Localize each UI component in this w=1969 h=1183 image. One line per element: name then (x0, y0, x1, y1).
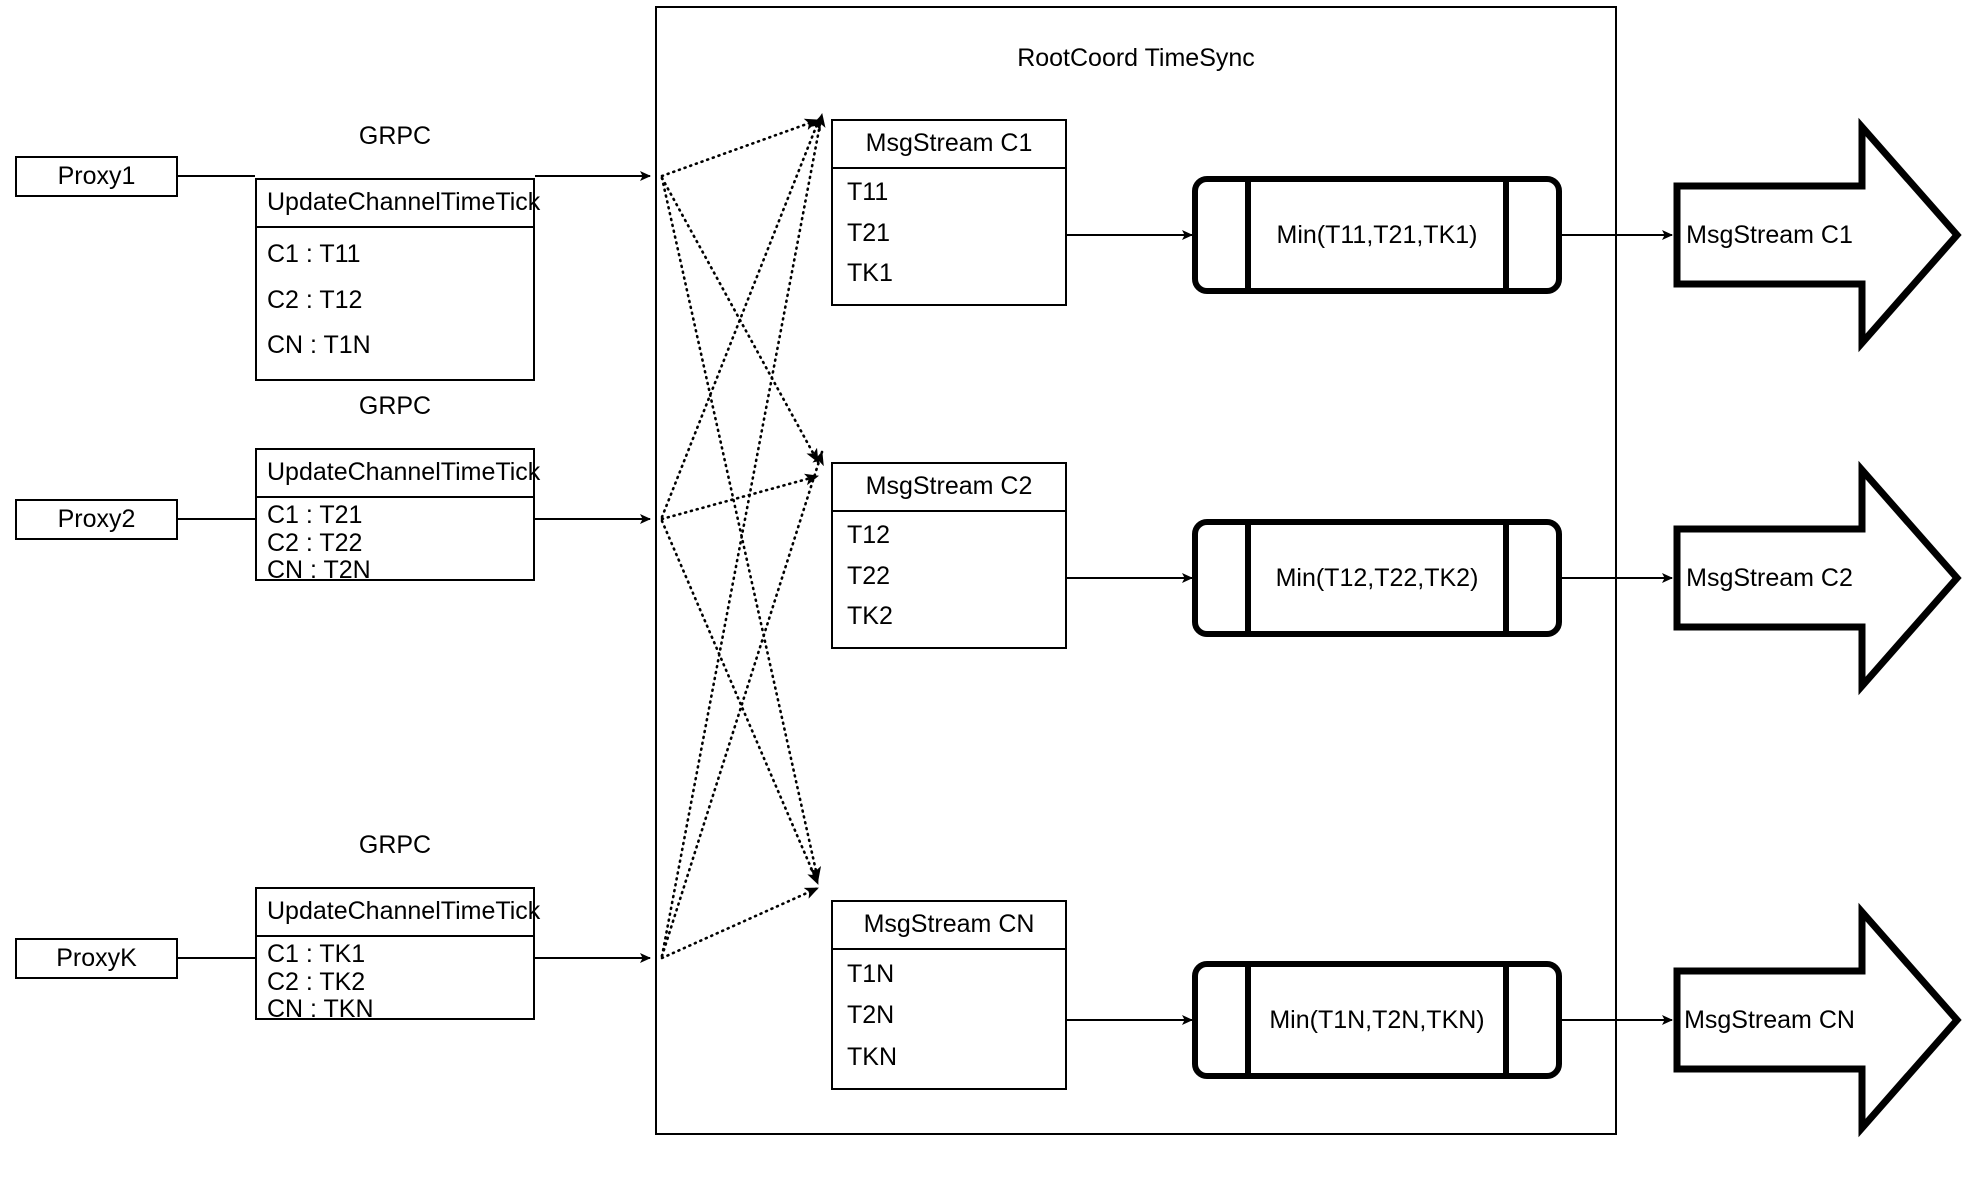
output-msgstream-arrow-1: MsgStream C1 (1672, 117, 1962, 353)
msgstream-body: T11 T21 TK1 (833, 169, 1065, 304)
uctt-entry: C2 : TK2 (267, 967, 366, 996)
output-msgstream-arrow-2: MsgStream C2 (1672, 460, 1962, 696)
update-channel-timetick-table-1: UpdateChannelTimeTick C1 : T11 C2 : T12 … (255, 178, 540, 381)
proxy-box-1[interactable]: Proxy1 (15, 156, 178, 197)
msgstream-entry: T2N (847, 1001, 895, 1030)
uctt-entry: CN : TKN (267, 995, 374, 1023)
msgstream-table-1: MsgStream C1 T11 T21 TK1 (831, 119, 1067, 306)
proxy-label: Proxy1 (57, 162, 136, 190)
uctt-entry: C2 : T22 (267, 528, 363, 557)
msgstream-entry: T22 (847, 561, 891, 590)
msgstream-entry: TK1 (847, 259, 893, 288)
msgstream-entry: T11 (847, 178, 889, 207)
msgstream-body: T1N T2N TKN (833, 950, 1065, 1088)
uctt-entry: C1 : T11 (267, 240, 361, 269)
uctt-entry: CN : T2N (267, 556, 371, 584)
fan-r3-c1 (660, 112, 826, 958)
msgstream-entry: TKN (847, 1042, 897, 1071)
msgstream-entry: TK2 (847, 602, 893, 631)
fan-r2-c1 (660, 115, 822, 519)
uctt-entry: C1 : TK1 (267, 940, 366, 968)
update-channel-timetick-table-2: UpdateChannelTimeTick C1 : T21 C2 : T22 … (255, 448, 540, 584)
min-process-shape-3: Min(T1N,T2N,TKN) (1192, 961, 1562, 1079)
uctt-body: C1 : TK1 C2 : TK2 CN : TKN (257, 937, 533, 1034)
uctt-body: C1 : T21 C2 : T22 CN : T2N (257, 498, 533, 595)
uctt-header: UpdateChannelTimeTick (257, 889, 540, 937)
fan-r3-cn (660, 886, 820, 960)
msgstream-header: MsgStream C2 (833, 464, 1065, 512)
proxy-label: ProxyK (56, 944, 137, 972)
uctt-header: UpdateChannelTimeTick (257, 180, 540, 228)
msgstream-table-2: MsgStream C2 T12 T22 TK2 (831, 462, 1067, 649)
msgstream-entry: T21 (847, 218, 891, 247)
uctt-header: UpdateChannelTimeTick (257, 450, 540, 498)
uctt-body: C1 : T11 C2 : T12 CN : T1N (257, 228, 533, 379)
msgstream-header: MsgStream CN (833, 902, 1065, 950)
msgstream-entry: T12 (847, 521, 891, 550)
proxy-box-2[interactable]: Proxy2 (15, 499, 178, 540)
grpc-label-2: GRPC (358, 392, 432, 420)
min-process-shape-1: Min(T11,T21,TK1) (1192, 176, 1562, 294)
msgstream-entry: T1N (847, 959, 895, 988)
rootcoord-timesync-title: RootCoord TimeSync (1017, 44, 1255, 72)
fan-r3-c2 (660, 450, 824, 958)
grpc-label-1: GRPC (358, 122, 432, 150)
proxy-label: Proxy2 (57, 505, 136, 533)
rootcoord-timesync-container (655, 6, 1617, 1135)
fan-r2-cn (660, 519, 820, 886)
proxy-box-3[interactable]: ProxyK (15, 938, 178, 979)
fan-r1-c1 (660, 118, 820, 178)
msgstream-body: T12 T22 TK2 (833, 512, 1065, 647)
fan-r1-cn (660, 176, 822, 882)
min-process-shape-2: Min(T12,T22,TK2) (1192, 519, 1562, 637)
grpc-label-3: GRPC (358, 831, 432, 859)
uctt-entry: C2 : T12 (267, 285, 363, 314)
uctt-entry: C1 : T21 (267, 501, 363, 529)
update-channel-timetick-table-3: UpdateChannelTimeTick C1 : TK1 C2 : TK2 … (255, 887, 540, 1023)
output-msgstream-arrow-3: MsgStream CN (1672, 902, 1962, 1138)
uctt-entry: CN : T1N (267, 331, 371, 360)
msgstream-header: MsgStream C1 (833, 121, 1065, 169)
msgstream-table-3: MsgStream CN T1N T2N TKN (831, 900, 1067, 1090)
